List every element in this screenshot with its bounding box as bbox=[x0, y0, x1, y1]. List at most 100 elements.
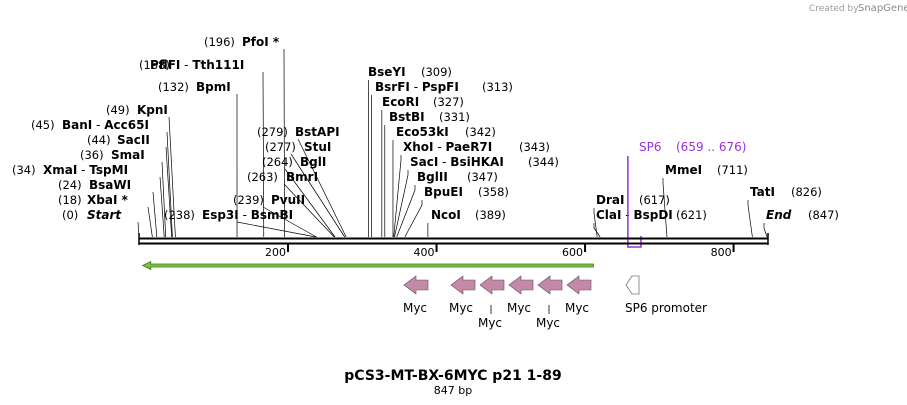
site-label[interactable]: (45)BanI - Acc65I bbox=[31, 118, 149, 132]
primer-sp6-name: SP6 bbox=[639, 140, 662, 154]
site-enzyme-name: KpnI bbox=[137, 103, 168, 117]
ruler-tick-label: 800 bbox=[711, 246, 732, 259]
enzyme-name: BspDI bbox=[633, 208, 672, 222]
site-label[interactable]: (36)SmaI bbox=[80, 148, 145, 162]
site-label[interactable]: (343) XhoI - PaeR7I bbox=[403, 140, 550, 154]
site-separator: - bbox=[410, 80, 422, 94]
site-enzyme-name: XhoI - PaeR7I bbox=[403, 140, 492, 154]
enzyme-name: BsiHKAI bbox=[450, 155, 504, 169]
site-enzyme-name: SacII bbox=[117, 133, 150, 147]
site-label[interactable]: (196)PfoI * bbox=[204, 35, 280, 49]
site-enzyme-name: NcoI bbox=[431, 208, 461, 222]
site-label[interactable]: (18)XbaI * bbox=[58, 193, 129, 207]
site-label[interactable]: (347) BglII bbox=[417, 170, 498, 184]
myc-tag[interactable]: Myc bbox=[507, 275, 534, 315]
site-label[interactable]: (313)BsrFI - PspFI bbox=[375, 80, 513, 94]
myc-arrow-shape bbox=[508, 275, 534, 295]
site-label[interactable]: (826)TatI bbox=[750, 185, 822, 199]
primer-sp6-range: (659 .. 676) bbox=[676, 140, 746, 154]
site-enzyme-name: Esp3I - BsmBI bbox=[202, 208, 293, 222]
site-connector bbox=[284, 168, 336, 238]
site-connector bbox=[283, 48, 285, 238]
site-separator: - bbox=[434, 140, 446, 154]
site-position: (196) bbox=[204, 35, 235, 49]
site-label[interactable]: (309) BseYI bbox=[368, 65, 452, 79]
site-label[interactable]: (847) End bbox=[766, 208, 839, 222]
credit-brand: SnapGene bbox=[858, 3, 907, 14]
site-label[interactable]: (358)BpuEI bbox=[424, 185, 509, 199]
site-label[interactable]: (24)BsaWI bbox=[58, 178, 131, 192]
enzyme-name: BanI bbox=[62, 118, 92, 132]
site-connector bbox=[161, 161, 167, 238]
myc-tag[interactable]: Myc bbox=[449, 275, 476, 315]
myc-tag[interactable]: Myc bbox=[565, 275, 592, 315]
site-position: (263) bbox=[247, 170, 278, 184]
ruler-tick-label: 200 bbox=[265, 246, 286, 259]
credit: Created by SnapGene bbox=[809, 3, 907, 14]
orf-arrow[interactable] bbox=[141, 260, 594, 271]
site-connector bbox=[152, 191, 158, 238]
site-label[interactable]: (239)PvuII bbox=[233, 193, 305, 207]
site-position: (847) bbox=[808, 208, 839, 222]
myc-tag[interactable]: Myc bbox=[536, 275, 563, 330]
myc-arrow-shape bbox=[566, 275, 592, 295]
enzyme-name: BseYI bbox=[368, 65, 406, 79]
enzyme-name: BsmBI bbox=[251, 208, 293, 222]
site-connector bbox=[763, 223, 768, 238]
myc-tag[interactable]: Myc bbox=[403, 275, 429, 315]
site-label[interactable]: (279)BstAPI bbox=[257, 125, 340, 139]
enzyme-name: Start bbox=[87, 208, 122, 222]
site-position: (347) bbox=[467, 170, 498, 184]
site-enzyme-name: ClaI - BspDI bbox=[596, 208, 673, 222]
sp6-promoter-label: SP6 promoter bbox=[625, 301, 707, 315]
site-label[interactable]: (331)BstBI bbox=[389, 110, 470, 124]
site-label[interactable]: (344)SacI - BsiHKAI bbox=[410, 155, 559, 169]
site-enzyme-name: BstBI bbox=[389, 110, 425, 124]
enzyme-name: PflFI bbox=[150, 58, 180, 72]
myc-arrow-shape bbox=[403, 275, 429, 295]
enzyme-name: Eco53kI bbox=[396, 125, 449, 139]
site-connector bbox=[747, 200, 753, 238]
site-connector bbox=[159, 176, 165, 238]
site-label[interactable]: (168)PflFI - Tth111I bbox=[139, 58, 244, 72]
site-enzyme-name: DraI bbox=[596, 193, 624, 207]
enzyme-name: BstBI bbox=[389, 110, 425, 124]
site-enzyme-name: End bbox=[766, 208, 792, 222]
site-position: (309) bbox=[421, 65, 452, 79]
site-label[interactable]: (34)XmaI - TspMI bbox=[12, 163, 128, 177]
site-connector bbox=[404, 200, 423, 238]
site-label[interactable]: (342)Eco53kI bbox=[396, 125, 496, 139]
ruler: 200 400 600 800 bbox=[265, 244, 735, 259]
site-position: (617) bbox=[639, 193, 670, 207]
myc-label: Myc bbox=[478, 316, 502, 330]
ruler-tick-label: 400 bbox=[414, 246, 435, 259]
site-connector bbox=[165, 146, 173, 238]
site-label[interactable]: (389) NcoI bbox=[431, 208, 506, 222]
enzyme-name: DraI bbox=[596, 193, 624, 207]
site-label[interactable]: (0)Start bbox=[62, 208, 122, 222]
site-label[interactable]: (132)BpmI bbox=[158, 80, 231, 94]
site-label[interactable]: (263)BmrI bbox=[247, 170, 318, 184]
site-label[interactable]: (327)EcoRI bbox=[382, 95, 464, 109]
primer-sp6[interactable]: SP6 (659 .. 676) bbox=[627, 140, 747, 248]
site-position: (358) bbox=[478, 185, 509, 199]
site-label[interactable]: (49)KpnI bbox=[106, 103, 168, 117]
site-label[interactable]: (264)BglI bbox=[262, 155, 326, 169]
site-connector bbox=[662, 178, 668, 238]
myc-tag[interactable]: Myc bbox=[478, 275, 505, 330]
site-label[interactable]: (711)MmeI bbox=[665, 163, 748, 177]
enzyme-name: BglII bbox=[417, 170, 448, 184]
site-position: (389) bbox=[475, 208, 506, 222]
myc-label: Myc bbox=[536, 316, 560, 330]
enzyme-name: PspFI bbox=[422, 80, 459, 94]
site-label[interactable]: (617) DraI bbox=[596, 193, 670, 207]
site-label[interactable]: (44)SacII bbox=[87, 133, 150, 147]
site-enzyme-name: XbaI * bbox=[87, 193, 129, 207]
site-position: (343) bbox=[519, 140, 550, 154]
site-label[interactable]: (277)StuI bbox=[265, 140, 331, 154]
site-label[interactable]: (621)ClaI - BspDI bbox=[596, 208, 707, 222]
myc-label: Myc bbox=[565, 301, 589, 315]
enzyme-name: SacI bbox=[410, 155, 438, 169]
site-label[interactable]: (238)Esp3I - BsmBI bbox=[164, 208, 293, 222]
sp6-promoter[interactable]: SP6 promoter bbox=[625, 275, 707, 315]
